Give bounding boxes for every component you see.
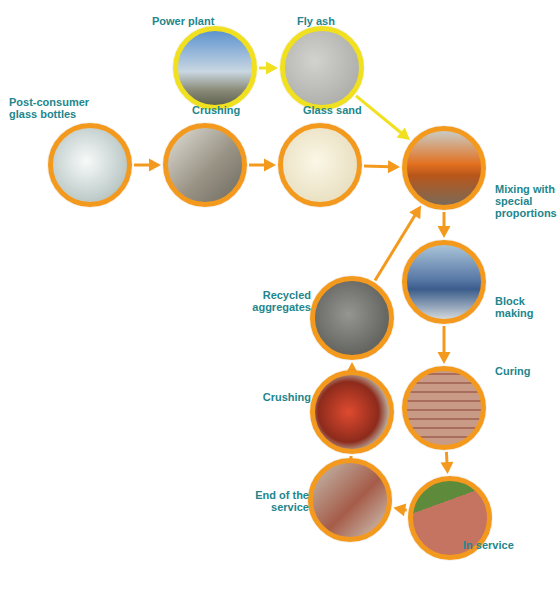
arrow-head xyxy=(149,159,161,172)
step-label: Fly ash xyxy=(297,15,357,27)
step-label-text: Curing xyxy=(495,365,555,377)
step-label: End of the service xyxy=(253,489,309,513)
arrow-shaft xyxy=(364,165,390,169)
step-label-text: Crushing xyxy=(257,391,311,403)
arrow-head xyxy=(266,62,278,75)
arrow-head xyxy=(440,462,453,474)
arrow-head xyxy=(438,352,451,364)
flow-arrow xyxy=(440,452,453,474)
step-label: Power plant xyxy=(152,15,226,27)
photo-circle: End of the service xyxy=(308,458,392,542)
arrow-shaft xyxy=(134,164,151,167)
arrow-head xyxy=(397,127,410,140)
photo-circle: Crushing xyxy=(310,370,394,454)
step-label: Curing xyxy=(495,365,555,377)
flow-arrow xyxy=(393,504,406,517)
arrow-shaft xyxy=(249,164,266,167)
step-label-text: Block making xyxy=(495,295,545,319)
photo-circle: Crushing xyxy=(163,123,247,207)
photo-circle: In service xyxy=(408,476,492,560)
flow-arrow xyxy=(438,326,451,364)
photo-circle: Block making xyxy=(402,240,486,324)
arrow-head xyxy=(264,159,276,172)
flow-arrow xyxy=(134,159,161,172)
photo-circle: Fly ash xyxy=(280,26,364,110)
arrow-head xyxy=(388,160,400,173)
step-label-text: End of the service xyxy=(253,489,309,513)
step-label-text: Fly ash xyxy=(297,15,357,27)
step-label: Mixing with special proportions xyxy=(495,183,560,219)
step-label-text: Power plant xyxy=(152,15,226,27)
step-label-text: Mixing with special proportions xyxy=(495,183,560,219)
step-label-text: In service xyxy=(463,539,533,551)
arrow-head xyxy=(409,206,421,220)
step-label: Crushing xyxy=(257,391,311,403)
step-label-text: Post-consumer glass bottles xyxy=(9,96,101,120)
photo-circle: Recycled aggregates xyxy=(310,276,394,360)
photo-circle: Curing xyxy=(402,366,486,450)
step-label-text: Glass sand xyxy=(303,104,373,116)
photo-circle: Mixing with special proportions xyxy=(402,126,486,210)
step-label: Crushing xyxy=(192,104,252,116)
arrow-shaft xyxy=(443,326,446,354)
arrow-head xyxy=(393,504,406,517)
arrow-shaft xyxy=(356,96,402,134)
step-label: Glass sand xyxy=(303,104,373,116)
photo-circle: Power plant xyxy=(173,26,257,110)
photo-circle: Post-consumer glass bottles xyxy=(48,123,132,207)
step-label: Post-consumer glass bottles xyxy=(9,96,101,120)
step-label: In service xyxy=(463,539,533,551)
step-label-text: Crushing xyxy=(192,104,252,116)
arrow-shaft xyxy=(443,212,446,228)
flow-arrow xyxy=(438,212,451,238)
flow-arrow xyxy=(259,62,278,75)
flow-arrow xyxy=(356,96,410,140)
step-label: Block making xyxy=(495,295,545,319)
step-label-text: Recycled aggregates xyxy=(251,289,311,313)
flow-arrow xyxy=(364,160,400,173)
step-label: Recycled aggregates xyxy=(251,289,311,313)
photo-circle: Glass sand xyxy=(278,123,362,207)
flow-arrow xyxy=(249,159,276,172)
arrow-head xyxy=(438,226,451,238)
